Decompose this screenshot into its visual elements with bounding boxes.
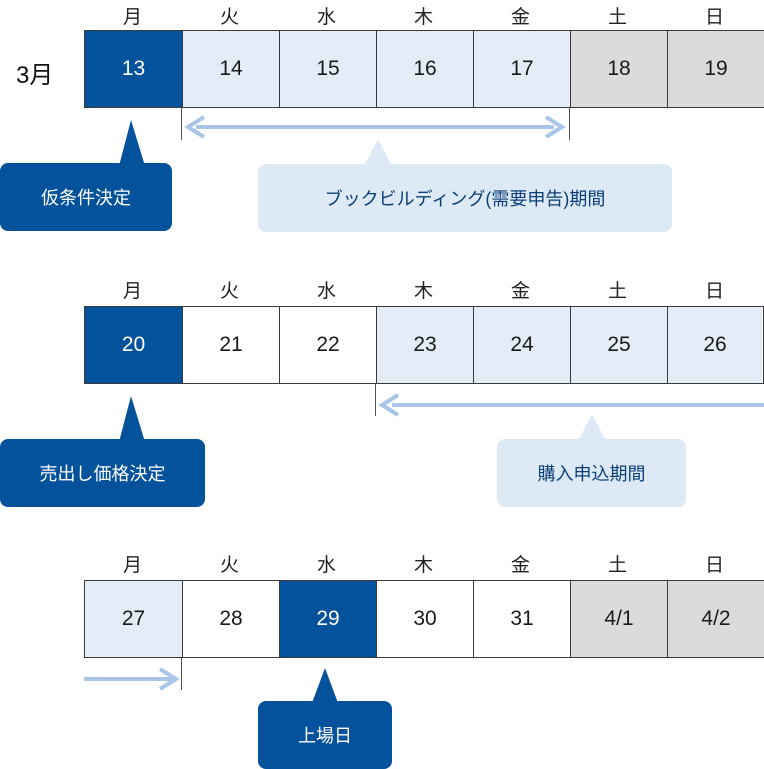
dow-thu: 木: [413, 555, 433, 576]
dow-sat: 土: [607, 555, 627, 576]
listing-pointer: [312, 668, 338, 703]
week-row-2: 20 21 22 23 24 25 26: [84, 306, 764, 384]
dow-sun: 日: [704, 281, 724, 302]
week-row-3: 27 28 29 30 31 4/1 4/2: [84, 580, 764, 658]
dow-tue: 火: [219, 555, 239, 576]
day-cell: 14: [182, 31, 279, 107]
day-cell: 23: [376, 307, 473, 383]
week-row-1: 13 14 15 16 17 18 19: [84, 30, 764, 108]
pricing-decision-callout: 売出し価格決定: [0, 439, 205, 507]
dow-mon: 月: [122, 281, 142, 302]
dow-wed: 水: [316, 7, 336, 28]
day-cell: 26: [667, 307, 762, 383]
day-cell: 19: [667, 31, 764, 107]
day-cell: 24: [473, 307, 570, 383]
bookbuilding-pointer: [364, 139, 392, 166]
dow-thu: 木: [413, 281, 433, 302]
subscription-arrow-head: [378, 393, 400, 417]
dow-mon: 月: [122, 555, 142, 576]
dow-sat: 土: [607, 281, 627, 302]
dow-sun: 日: [704, 555, 724, 576]
dow-sat: 土: [607, 7, 627, 28]
day-cell: 16: [376, 31, 473, 107]
day-cell: 15: [279, 31, 376, 107]
tentative-pointer: [119, 120, 145, 166]
bookbuilding-arrow-head-left: [184, 115, 206, 139]
dow-tue: 火: [219, 7, 239, 28]
day-cell: 17: [473, 31, 570, 107]
day-cell: 4/1: [570, 581, 667, 657]
day-cell: 25: [570, 307, 667, 383]
day-cell: 27: [85, 581, 182, 657]
bookbuilding-period-callout: ブックビルディング(需要申告)期間: [258, 164, 672, 232]
day-cell: 29: [279, 581, 376, 657]
pricing-pointer: [119, 396, 145, 442]
day-cell: 28: [182, 581, 279, 657]
dow-fri: 金: [510, 281, 530, 302]
day-cell: 21: [182, 307, 279, 383]
bookbuilding-arrow-head-right: [544, 115, 566, 139]
day-cell: 30: [376, 581, 473, 657]
tentative-terms-callout: 仮条件決定: [0, 163, 172, 231]
subscription-pointer: [578, 414, 606, 441]
dow-thu: 木: [413, 7, 433, 28]
day-cell: 22: [279, 307, 376, 383]
dow-fri: 金: [510, 555, 530, 576]
dow-wed: 水: [316, 281, 336, 302]
dow-fri: 金: [510, 7, 530, 28]
day-cell: 20: [85, 307, 182, 383]
day-cell: 31: [473, 581, 570, 657]
day-cell: 18: [570, 31, 667, 107]
day-cell: 4/2: [667, 581, 764, 657]
dow-wed: 水: [316, 555, 336, 576]
continuation-arrow-head: [158, 667, 180, 691]
subscription-period-callout: 購入申込期間: [497, 439, 686, 507]
dow-tue: 火: [219, 281, 239, 302]
listing-date-callout: 上場日: [258, 701, 392, 769]
day-cell: 13: [85, 31, 182, 107]
month-label: 3月: [16, 62, 54, 89]
dow-sun: 日: [704, 7, 724, 28]
dow-mon: 月: [122, 7, 142, 28]
